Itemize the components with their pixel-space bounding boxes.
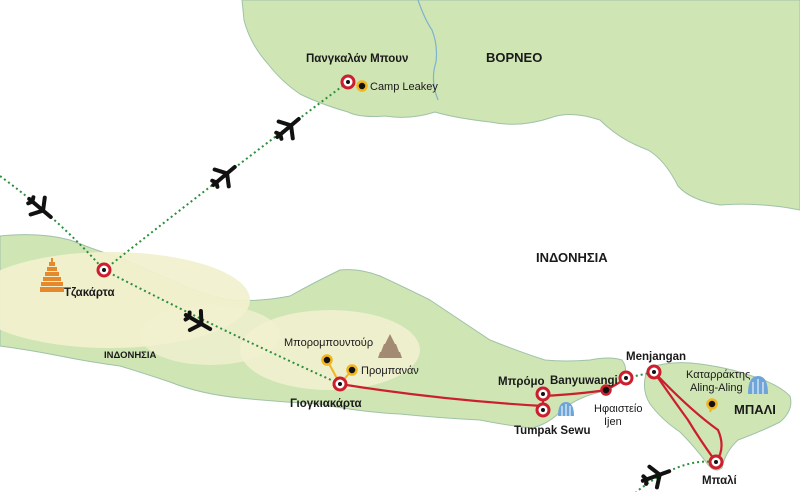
stop-label-pangkalan-bun: Πανγκαλάν Μπουν xyxy=(306,53,408,65)
attraction-label-ijen-line1: Ηφαιστείο xyxy=(594,403,642,415)
region-label-indonesia: ΙΝΔΟΝΗΣΙΑ xyxy=(536,250,608,265)
airplane-icon xyxy=(26,195,53,219)
stop-label-menjangan: Menjangan xyxy=(626,351,686,363)
temple-icon xyxy=(378,334,402,358)
borneo-landmass xyxy=(241,0,800,211)
airplane-icon xyxy=(183,308,213,333)
attraction-label-ijen-line2: Ijen xyxy=(604,416,622,428)
stop-marker xyxy=(96,262,112,278)
stop-marker xyxy=(340,74,356,90)
region-label-borneo: ΒΟΡΝΕΟ xyxy=(486,50,542,65)
stop-label-yogyakarta: Γιογκιακάρτα xyxy=(290,398,362,410)
flight-route-jakarta-pangkalan xyxy=(103,81,349,271)
flight-route-west xyxy=(0,175,105,271)
attraction-label-camp-leakey: Camp Leakey xyxy=(370,81,438,93)
airplane-icon xyxy=(274,117,301,141)
region-label-indonesia-java: ΙΝΔΟΝΗΣΙΑ xyxy=(104,350,157,361)
attraction-label-borobudur: Μπορομπουντούρ xyxy=(284,337,373,349)
flight-route-bali-out xyxy=(635,460,715,492)
attraction-label-aling-line2: Aling-Aling xyxy=(690,382,743,394)
borneo-border-line xyxy=(417,0,439,101)
stop-marker xyxy=(332,376,348,392)
airplane-icon xyxy=(210,165,237,189)
attraction-marker xyxy=(356,80,368,92)
stop-marker xyxy=(618,370,634,386)
stop-label-jakarta: Τζακάρτα xyxy=(64,287,115,299)
region-label-bali: ΜΠΑΛΙ xyxy=(734,402,776,417)
waterfall-icon xyxy=(558,402,574,416)
stop-label-bali-end: Μπαλί xyxy=(702,475,737,487)
attraction-marker xyxy=(321,354,333,366)
stop-marker xyxy=(535,402,551,418)
attraction-marker xyxy=(346,364,358,376)
attraction-label-prambanan: Προμπανάν xyxy=(361,365,419,377)
stop-marker xyxy=(535,386,551,402)
stop-marker xyxy=(646,364,662,380)
stop-label-bromo: Μπρόμο xyxy=(498,376,545,388)
attraction-marker xyxy=(706,398,718,410)
attraction-label-tumpak-sewu: Tumpak Sewu xyxy=(514,425,590,437)
waterfall-icon xyxy=(748,376,768,394)
airplane-icon xyxy=(640,464,672,490)
pagoda-icon xyxy=(40,258,64,292)
flight-route-jakarta-yogya xyxy=(103,269,341,385)
attraction-marker xyxy=(600,384,612,396)
stop-marker xyxy=(708,454,724,470)
stop-label-banyuwangi: Banyuwangi xyxy=(550,375,618,387)
attraction-label-aling-line1: Καταρράκτης xyxy=(686,369,750,381)
